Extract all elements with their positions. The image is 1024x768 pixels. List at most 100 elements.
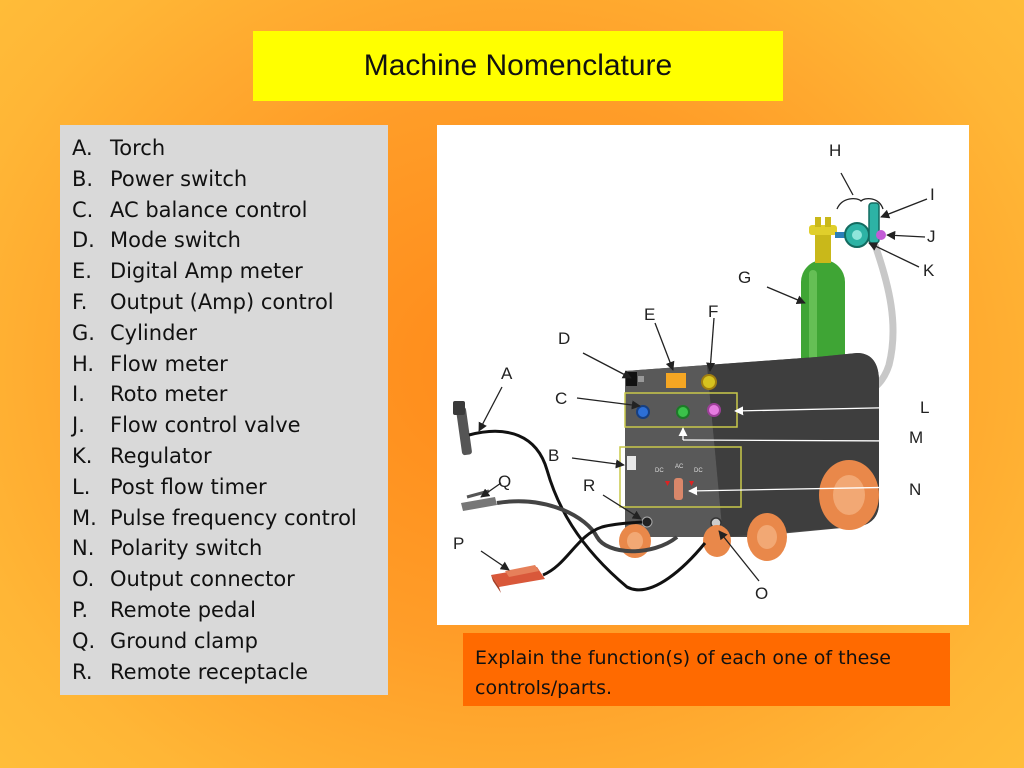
torch [453, 401, 472, 456]
legend-item-letter: P. [72, 597, 89, 622]
legend-item-text: AC balance control [110, 197, 308, 222]
callout-label-e: E [644, 305, 655, 324]
polarity-switch [674, 478, 683, 500]
legend-item: J. Flow control valve [72, 410, 388, 441]
torch-cable [468, 429, 707, 592]
ac-balance-knob [636, 405, 650, 419]
legend-item: B. Power switch [72, 164, 388, 195]
legend-item-letter: F. [72, 289, 88, 314]
callout-label-f: F [708, 302, 718, 321]
legend-item-letter: J. [72, 413, 85, 438]
callout-label-k: K [923, 261, 935, 280]
callout-label-l: L [920, 398, 929, 417]
callout-label-m: M [909, 428, 923, 447]
legend-item-text: Polarity switch [110, 536, 263, 561]
callout-label-o: O [755, 584, 768, 603]
legend-item-letter: R. [72, 659, 93, 684]
page-title: Machine Nomenclature [363, 49, 673, 82]
legend-item-text: Mode switch [110, 228, 241, 253]
legend-item: Q. Ground clamp [72, 626, 388, 657]
legend-item: D. Mode switch [72, 225, 388, 256]
output-amp-knob [701, 374, 717, 390]
callout-label-a: A [501, 364, 513, 383]
legend-item: F. Output (Amp) control [72, 287, 388, 318]
legend-item-text: Power switch [110, 166, 248, 191]
legend-item-letter: H. [72, 351, 95, 376]
legend-item: R. Remote receptacle [72, 657, 388, 688]
pedal-cable [542, 520, 643, 577]
legend-item: I. Roto meter [72, 379, 388, 410]
legend-item: P. Remote pedal [72, 595, 388, 626]
callout-arrows [478, 172, 928, 582]
regulator-assembly [835, 202, 886, 248]
legend-item-text: Flow control valve [110, 413, 301, 438]
callout-label-q: Q [498, 472, 511, 491]
legend-item: O. Output connector [72, 564, 388, 595]
mode-switch [626, 372, 644, 386]
legend-item-letter: D. [72, 228, 95, 253]
legend-item-letter: I. [72, 382, 85, 407]
legend-item-text: Remote receptacle [110, 659, 308, 684]
diagram-panel: DC AC DC [437, 125, 969, 625]
legend-item: M. Pulse frequency control [72, 503, 388, 534]
legend-item-text: Torch [110, 136, 166, 160]
legend-item-letter: Q. [72, 628, 96, 653]
legend-item-text: Ground clamp [110, 628, 258, 653]
legend-item-letter: A. [72, 136, 93, 160]
legend-item-text: Output connector [110, 567, 295, 592]
prompt-box: Explain the function(s) of each one of t… [463, 633, 950, 706]
legend-item-text: Regulator [110, 443, 212, 468]
legend-item-text: Digital Amp meter [110, 259, 303, 284]
callout-label-n: N [909, 480, 921, 499]
dc-right-mark: DC [694, 468, 703, 474]
legend-item-letter: C. [72, 197, 94, 222]
title-box: Machine Nomenclature [253, 31, 783, 101]
legend-item-letter: K. [72, 443, 93, 468]
callout-label-d: D [558, 329, 570, 348]
callout-label-g: G [738, 268, 751, 287]
legend-item: C. AC balance control [72, 195, 388, 226]
legend-item-letter: O. [72, 567, 95, 592]
legend-item: A. Torch [72, 133, 388, 164]
legend-item-text: Remote pedal [110, 597, 256, 622]
callout-label-i: I [930, 185, 935, 204]
legend-item-text: Post flow timer [110, 474, 267, 499]
legend-item-letter: G. [72, 320, 95, 345]
power-switch [627, 456, 636, 470]
legend-item-letter: E. [72, 259, 92, 284]
pulse-frequency-knob [676, 405, 690, 419]
legend-item-letter: L. [72, 474, 91, 499]
legend-item: H. Flow meter [72, 349, 388, 380]
ac-mark: AC [675, 464, 684, 470]
legend-item-letter: N. [72, 536, 95, 561]
remote-receptacle [641, 516, 653, 528]
legend-item: E. Digital Amp meter [72, 256, 388, 287]
legend-item: L. Post flow timer [72, 472, 388, 503]
legend-item-text: Roto meter [110, 382, 228, 407]
callout-label-b: B [548, 446, 559, 465]
legend-item-text: Output (Amp) control [110, 289, 334, 314]
prompt-text: Explain the function(s) of each one of t… [475, 647, 891, 699]
ground-clamp [461, 489, 497, 511]
digital-amp-meter [666, 373, 686, 388]
dc-left-mark: DC [655, 468, 664, 474]
remote-pedal [491, 565, 545, 593]
legend-item-text: Cylinder [110, 320, 197, 345]
ground-cable [496, 499, 679, 554]
legend-item-text: Flow meter [110, 351, 228, 376]
callout-label-j: J [927, 227, 936, 246]
post-flow-timer-knob [707, 403, 721, 417]
legend-item-letter: M. [72, 505, 97, 530]
legend-item: G. Cylinder [72, 318, 388, 349]
legend-item: K. Regulator [72, 441, 388, 472]
legend-item: N. Polarity switch [72, 533, 388, 564]
legend-item-letter: B. [72, 166, 94, 191]
callout-label-p: P [453, 534, 464, 553]
callout-label-c: C [555, 389, 567, 408]
welding-machine-diagram: DC AC DC [453, 141, 936, 603]
callout-label-h: H [829, 141, 841, 160]
callout-label-r: R [583, 476, 595, 495]
legend-item-text: Pulse frequency control [110, 505, 357, 530]
